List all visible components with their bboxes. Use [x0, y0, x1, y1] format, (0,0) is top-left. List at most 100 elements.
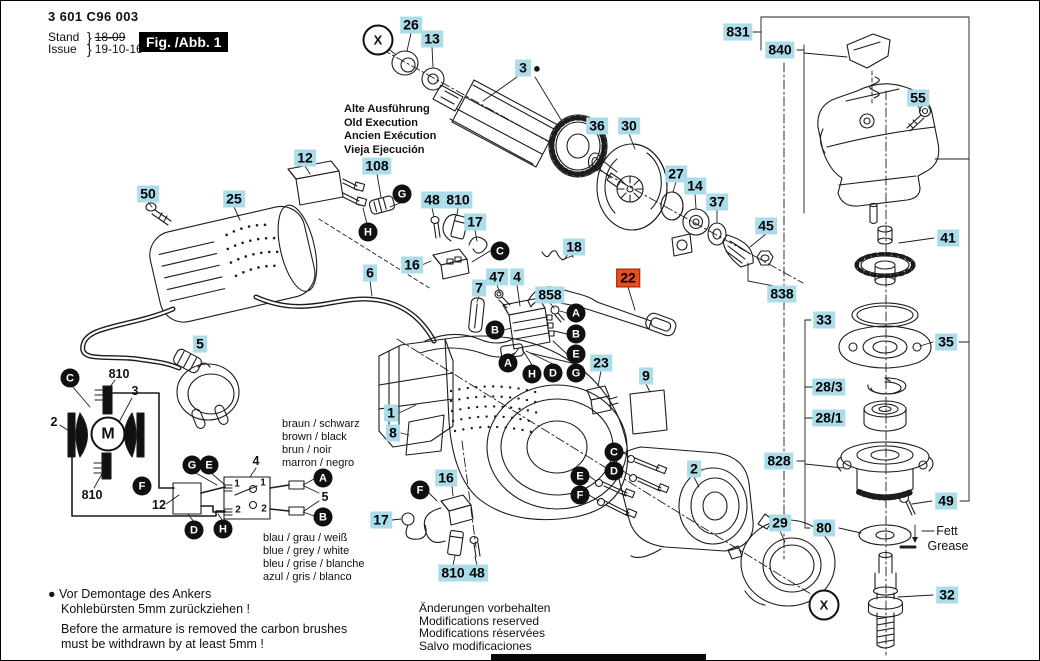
part-callout-108[interactable]: 108 [362, 157, 392, 175]
part-callout-12[interactable]: 12 [294, 149, 316, 167]
legend-line: brun / noir [282, 444, 332, 456]
part-callout-47[interactable]: 47 [486, 268, 508, 286]
mods-line: Modifications réservées [419, 626, 546, 641]
text-label-2: 2 [50, 415, 58, 429]
old-execution-note: Alte Ausführung Old Execution Ancien Exé… [344, 103, 436, 157]
part-callout-45[interactable]: 45 [755, 217, 777, 235]
text-label-3: 3 [131, 384, 139, 398]
part-callout-828[interactable]: 828 [764, 452, 794, 470]
wiring-ref-g: G [182, 455, 202, 475]
wire-color-legend-dark: braun / schwarz brown / black brun / noi… [282, 418, 360, 470]
wiring-ref-b: B [485, 320, 505, 340]
part-callout-33[interactable]: 33 [813, 311, 835, 329]
legend-line: blau / grau / weiß [263, 532, 348, 544]
mods-line: Salvo modificaciones [419, 638, 532, 653]
wiring-ref-c: C [604, 442, 624, 462]
gear-head-group [818, 34, 939, 285]
warning-line: ● Vor Demontage des Ankers [48, 587, 212, 601]
part-callout-49[interactable]: 49 [935, 492, 957, 510]
spindle-column-group [837, 303, 933, 648]
text-label-2: 2 [261, 503, 267, 515]
part-callout-55[interactable]: 55 [907, 89, 929, 107]
part-callout-28-3[interactable]: 28/3 [812, 378, 846, 396]
part-callout-22[interactable]: 22 [616, 268, 640, 288]
wiring-ref-f: F [132, 476, 152, 496]
part-callout-48[interactable]: 48 [421, 191, 443, 209]
note-line: Vieja Ejecución [344, 143, 425, 156]
part-callout-7[interactable]: 7 [472, 279, 486, 297]
text-label-810: 810 [81, 488, 103, 502]
switch-group [406, 251, 678, 455]
wiring-ref-a: A [498, 353, 518, 373]
part-callout-13[interactable]: 13 [421, 30, 443, 48]
part-callout-32[interactable]: 32 [936, 586, 958, 604]
part-callout-18[interactable]: 18 [563, 238, 585, 256]
part-callout-840[interactable]: 840 [765, 41, 795, 59]
text-label-1: 1 [260, 477, 266, 489]
figure-label: Fig. /Abb. 1 [139, 32, 229, 52]
wiring-ref-b: B [566, 324, 586, 344]
part-callout-1[interactable]: 1 [384, 404, 398, 422]
part-callout-838[interactable]: 838 [767, 285, 797, 303]
part-callout-3[interactable]: 3 [515, 59, 531, 77]
part-callout-27[interactable]: 27 [665, 165, 687, 183]
part-callout-25[interactable]: 25 [223, 190, 245, 208]
part-callout-29[interactable]: 29 [769, 514, 791, 532]
part-callout-26[interactable]: 26 [400, 16, 422, 34]
revision-block: Stand } 18-09 Issue } 19-10-16 [48, 29, 143, 57]
stand-label: Stand [48, 30, 80, 44]
part-callout-14[interactable]: 14 [684, 177, 706, 195]
part-callout-28-1[interactable]: 28/1 [812, 409, 846, 427]
variant-marker-x: X [362, 24, 394, 56]
wiring-ref-d: D [184, 520, 204, 540]
text-label-fett: Fett [936, 524, 958, 538]
part-callout-80[interactable]: 80 [813, 519, 835, 537]
part-callout-23[interactable]: 23 [590, 354, 612, 372]
warning-line: must be withdrawn by at least 5mm ! [61, 637, 264, 651]
part-callout-41[interactable]: 41 [937, 229, 959, 247]
part-callout-17[interactable]: 17 [370, 511, 392, 529]
bottom-bar [491, 654, 706, 660]
part-callout-858[interactable]: 858 [535, 286, 565, 304]
part-callout-9[interactable]: 9 [639, 367, 653, 385]
wiring-ref-b: B [313, 507, 333, 527]
wire-color-legend-light: blau / grau / weiß blue / grey / white b… [263, 532, 365, 584]
dashed-leaders [319, 71, 872, 289]
note-line: Ancien Exécution [344, 130, 437, 142]
note-line: Old Execution [344, 116, 418, 129]
part-callout-831[interactable]: 831 [723, 23, 753, 41]
wiring-diagram-group [68, 386, 304, 519]
part-callout-30[interactable]: 30 [618, 117, 640, 135]
wiring-ref-a: A [313, 468, 333, 488]
part-callout-8[interactable]: 8 [386, 424, 400, 442]
part-callout-48[interactable]: 48 [466, 564, 488, 582]
motor-cover-group [145, 201, 325, 327]
part-callout-35[interactable]: 35 [935, 333, 957, 351]
part-callout-5[interactable]: 5 [193, 335, 207, 353]
part-callout-16[interactable]: 16 [401, 256, 423, 274]
part-callout-810[interactable]: 810 [438, 564, 468, 582]
part-callout-4[interactable]: 4 [510, 268, 524, 286]
text-label-2: 2 [235, 504, 241, 516]
legend-line: marron / negro [282, 457, 355, 469]
wiring-ref-f: F [410, 480, 430, 500]
stand-value-struck: 18-09 [94, 30, 126, 44]
part-callout-50[interactable]: 50 [137, 185, 159, 203]
part-callout-37[interactable]: 37 [706, 193, 728, 211]
part-callout-2[interactable]: 2 [687, 460, 701, 478]
axis-lines [367, 41, 886, 655]
note-line: Alte Ausführung [344, 103, 430, 115]
motor-symbol: M [90, 416, 126, 452]
modifications-note: Änderungen vorbehalten Modifications res… [419, 602, 550, 652]
wiring-ref-g: G [566, 363, 586, 383]
part-callout-810[interactable]: 810 [443, 191, 473, 209]
brace-glyph: } [87, 29, 92, 45]
part-callout-17[interactable]: 17 [464, 213, 486, 231]
text-label-4: 4 [252, 454, 260, 468]
part-callout-3[interactable]: 3● [515, 59, 541, 77]
part-callout-6[interactable]: 6 [363, 264, 377, 282]
wiring-ref-e: E [566, 344, 586, 364]
brace-glyph: } [87, 41, 92, 57]
part-callout-36[interactable]: 36 [586, 117, 608, 135]
part-callout-16[interactable]: 16 [435, 469, 457, 487]
